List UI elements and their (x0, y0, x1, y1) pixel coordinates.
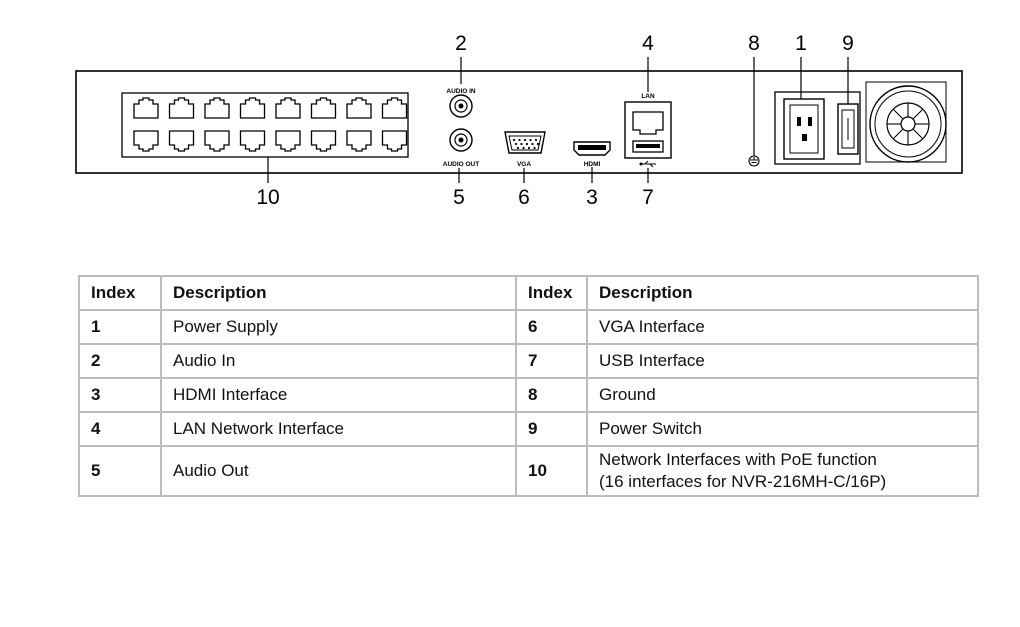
poe-rj45-port (239, 97, 266, 119)
header-description-right: Description (586, 275, 979, 311)
poe-rj45-port (168, 97, 195, 119)
row-description: Power Switch (586, 411, 979, 447)
poe-rj45-port (346, 97, 372, 119)
vga-pin (533, 146, 536, 150)
vga-pin (514, 142, 518, 146)
callout-3: 3 (586, 186, 598, 209)
row-description: VGA Interface (586, 309, 979, 345)
row-index: 6 (515, 309, 588, 345)
table-row: 1 Power Supply 6 VGA Interface (78, 309, 979, 345)
poe-rj45-port (275, 130, 301, 152)
vga-pin (534, 138, 538, 142)
port-legend-table: Index Description Index Description 1 Po… (78, 275, 979, 497)
hdmi-port (573, 141, 611, 156)
row-index: 8 (515, 377, 588, 413)
power-module (774, 91, 861, 165)
poe-rj45-port (381, 97, 408, 119)
audio-out-jack (449, 128, 473, 152)
table-header-row: Index Description Index Description (78, 275, 979, 311)
callout-9: 9 (842, 32, 854, 55)
row-index: 1 (78, 309, 162, 345)
row-description: USB Interface (586, 343, 979, 379)
rear-panel-diagram: AUDIO IN AUDIO OUT VGA HDMI LAN (75, 32, 963, 209)
callout-5: 5 (453, 186, 465, 209)
row-index: 2 (78, 343, 162, 379)
fan-grille (865, 81, 947, 163)
callout-1: 1 (795, 32, 807, 55)
audio-out-label: AUDIO OUT (443, 161, 480, 168)
callout-6: 6 (518, 186, 530, 209)
callout-leaders (267, 57, 849, 183)
chassis-outline (75, 70, 963, 174)
hdmi-label: HDMI (584, 161, 601, 168)
poe-rj45-port (310, 130, 337, 152)
vga-pin (531, 142, 534, 146)
poe-rj45-port (133, 130, 159, 152)
audio-in-jack (449, 94, 473, 118)
row-description-line: Network Interfaces with PoE function (599, 450, 877, 469)
usb-port (632, 140, 664, 168)
row-description: HDMI Interface (160, 377, 517, 413)
lan-port (624, 101, 672, 159)
row-description: Network Interfaces with PoE function (16… (586, 445, 979, 497)
poe-rj45-port (275, 97, 301, 119)
row-index: 5 (78, 445, 162, 497)
row-description: Audio In (160, 343, 517, 379)
vga-label: VGA (517, 161, 531, 168)
row-description: Power Supply (160, 309, 517, 345)
vga-pin (516, 146, 520, 150)
poe-rj45-port (381, 130, 408, 152)
poe-rj45-port (204, 130, 230, 152)
header-index-left: Index (78, 275, 162, 311)
vga-pin (520, 142, 523, 146)
row-description: LAN Network Interface (160, 411, 517, 447)
poe-rj45-port (133, 97, 159, 119)
row-index: 10 (515, 445, 588, 497)
callout-4: 4 (642, 32, 654, 55)
vga-pin (518, 138, 521, 142)
poe-port-block (121, 92, 409, 158)
poe-rj45-port (204, 97, 230, 119)
vga-pin (529, 138, 532, 142)
callout-7: 7 (642, 186, 654, 209)
vga-pin (523, 138, 527, 142)
table-row: 3 HDMI Interface 8 Ground (78, 377, 979, 413)
table-row: 5 Audio Out 10 Network Interfaces with P… (78, 445, 979, 497)
audio-in-label: AUDIO IN (446, 88, 476, 95)
callout-8: 8 (748, 32, 760, 55)
row-index: 3 (78, 377, 162, 413)
ground-terminal (748, 155, 760, 167)
row-index: 9 (515, 411, 588, 447)
header-index-right: Index (515, 275, 588, 311)
vga-pin (536, 142, 540, 146)
vga-pin (525, 142, 529, 146)
row-index: 7 (515, 343, 588, 379)
row-index: 4 (78, 411, 162, 447)
table-row: 4 LAN Network Interface 9 Power Switch (78, 411, 979, 447)
vga-pin (522, 146, 525, 150)
vga-port (504, 131, 546, 154)
vga-pin (527, 146, 531, 150)
lan-label: LAN (641, 93, 655, 100)
callout-10: 10 (256, 186, 279, 209)
row-description: Ground (586, 377, 979, 413)
poe-rj45-port (239, 130, 266, 152)
header-description-left: Description (160, 275, 517, 311)
poe-rj45-port (168, 130, 195, 152)
callout-2: 2 (455, 32, 467, 55)
row-description-line: (16 interfaces for NVR-216MH-C/16P) (599, 472, 887, 491)
vga-pin (512, 138, 516, 142)
poe-rj45-port (310, 97, 337, 119)
poe-rj45-port (346, 130, 372, 152)
table-row: 2 Audio In 7 USB Interface (78, 343, 979, 379)
row-description: Audio Out (160, 445, 517, 497)
